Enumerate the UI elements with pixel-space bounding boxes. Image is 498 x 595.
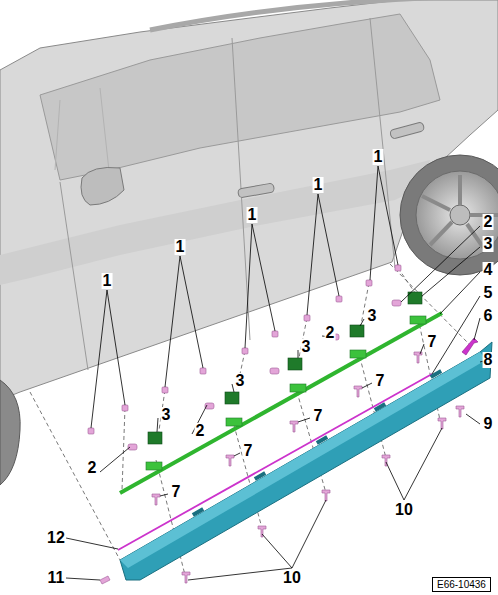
- callout-number: 12: [46, 530, 66, 546]
- callout-number: 7: [243, 443, 254, 459]
- callout-number: 4: [483, 262, 494, 278]
- callout-number: 3: [161, 407, 172, 423]
- callout-number: 10: [394, 502, 414, 518]
- callout-number: 6: [483, 308, 494, 324]
- callout-number: 2: [87, 460, 98, 476]
- callout-number: 1: [313, 177, 324, 193]
- callout-number: 7: [375, 373, 386, 389]
- callout-number: 2: [325, 325, 336, 341]
- callout-number: 8: [483, 352, 494, 368]
- callout-number: 3: [301, 339, 312, 355]
- callout-number: 10: [282, 570, 302, 586]
- figure-id: E66-10436: [437, 579, 486, 590]
- seal-strip: [118, 374, 432, 550]
- leader-lines: [66, 166, 488, 580]
- callout-number: 1: [247, 207, 258, 223]
- callout-number: 3: [483, 236, 494, 252]
- callout-number: 3: [367, 308, 378, 324]
- callout-number: 2: [483, 214, 494, 230]
- clip-6: [462, 338, 478, 355]
- sill-panel: [120, 342, 492, 580]
- callout-number: 9: [483, 416, 494, 432]
- callout-number: 3: [235, 373, 246, 389]
- callout-number: 11: [47, 570, 66, 586]
- callout-number: 7: [171, 484, 182, 500]
- callout-number: 7: [313, 408, 324, 424]
- callout-number: 2: [195, 423, 206, 439]
- callout-number: 1: [373, 149, 384, 165]
- callout-number: 5: [483, 285, 494, 301]
- callout-number: 1: [102, 273, 113, 289]
- callout-number: 1: [175, 239, 186, 255]
- callout-number: 7: [427, 334, 438, 350]
- figure-id-box: E66-10436: [432, 577, 491, 592]
